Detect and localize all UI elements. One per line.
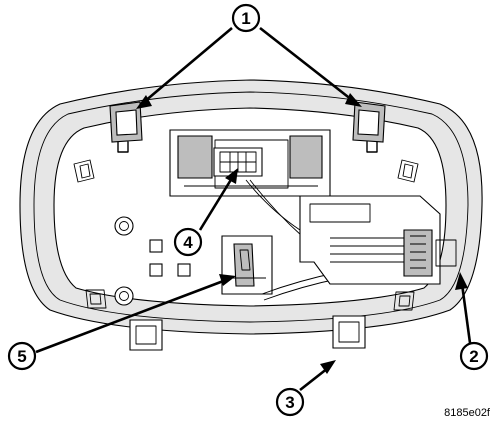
leader-2 (455, 272, 472, 344)
bottom-tab-right (332, 315, 366, 349)
square-vents (149, 239, 191, 277)
mounting-hole-upper (114, 216, 134, 236)
mounting-hole-lower (114, 286, 134, 306)
wiring-harness (245, 179, 457, 301)
snap-tab-lower-right (393, 291, 415, 311)
bottom-tab-left (129, 319, 163, 351)
leader-1b (259, 26, 362, 107)
svg-text:3: 3 (285, 393, 294, 412)
svg-text:4: 4 (183, 233, 193, 252)
leader-5 (35, 274, 236, 354)
snap-tab-upper-right (397, 159, 419, 183)
leader-4 (198, 168, 238, 231)
svg-text:1: 1 (241, 9, 250, 28)
callout-1: 1 (231, 3, 261, 33)
svg-text:2: 2 (469, 347, 478, 366)
callout-3: 3 (275, 387, 305, 417)
callout-4: 4 (173, 227, 203, 257)
figure-id: 8185e02f (444, 407, 491, 419)
lamp-switch (221, 235, 273, 295)
retaining-clip-left (109, 101, 143, 153)
callout-2: 2 (459, 341, 489, 371)
leader-1a (136, 27, 233, 109)
svg-text:5: 5 (17, 347, 26, 366)
electrical-connector (213, 147, 263, 177)
callout-5: 5 (7, 341, 37, 371)
leader-3 (299, 360, 336, 392)
retaining-clip-right (352, 101, 386, 153)
snap-tab-upper-left (73, 159, 95, 183)
snap-tab-lower-left (85, 289, 107, 309)
